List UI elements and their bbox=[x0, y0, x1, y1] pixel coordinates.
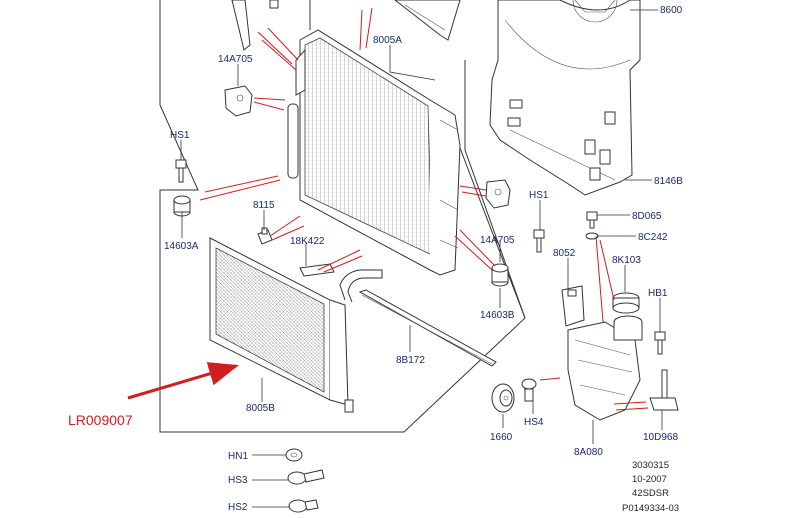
label-hb1: HB1 bbox=[648, 288, 668, 299]
callout-arrow bbox=[127, 362, 239, 400]
label-8c242: 8C242 bbox=[638, 232, 668, 243]
leader-lines bbox=[180, 9, 663, 508]
label-hs3: HS3 bbox=[228, 475, 248, 486]
label-14603a: 14603A bbox=[164, 241, 199, 252]
cooling-fan-8600 bbox=[559, 0, 631, 23]
label-hs1-mid: HS1 bbox=[529, 190, 549, 201]
radiator-8005a bbox=[287, 29, 461, 276]
info-line-1: 3030315 bbox=[632, 460, 669, 471]
label-hn1: HN1 bbox=[228, 451, 248, 462]
expansion-tank-8a080 bbox=[567, 315, 643, 421]
seal-strip-8b172 bbox=[358, 289, 497, 367]
label-14a705-top: 14A705 bbox=[218, 54, 253, 65]
bolt-hb1 bbox=[654, 331, 666, 355]
nut-hn1 bbox=[285, 448, 303, 462]
bushing-14603b bbox=[491, 263, 509, 287]
label-8b172: 8B172 bbox=[396, 355, 425, 366]
bolt-hs3 bbox=[287, 469, 325, 485]
label-14a705-mid: 14A705 bbox=[480, 235, 515, 246]
drawing-info: 3030315 10-2007 42SDSR P0149334-03 bbox=[622, 460, 679, 514]
label-hs4: HS4 bbox=[524, 417, 544, 428]
callout-part-number: LR009007 bbox=[68, 412, 133, 428]
label-14603b: 14603B bbox=[480, 310, 515, 321]
label-1660: 1660 bbox=[490, 432, 513, 443]
mount-bracket-14a705-top bbox=[224, 85, 253, 117]
bolt-hs2 bbox=[288, 499, 319, 513]
pulley-1660 bbox=[491, 383, 515, 413]
label-8k103: 8K103 bbox=[612, 255, 641, 266]
part-labels: 8600 8005A 14A705 8146B HS1 8115 18K422 … bbox=[164, 5, 683, 513]
mount-bracket-14a705-mid bbox=[485, 179, 511, 209]
fitting-8d065 bbox=[586, 211, 598, 229]
label-8005a: 8005A bbox=[373, 35, 402, 46]
label-8d065: 8D065 bbox=[632, 211, 662, 222]
info-line-4: P0149334-03 bbox=[622, 503, 679, 514]
label-8146b: 8146B bbox=[654, 176, 683, 187]
label-8005b: 8005B bbox=[246, 403, 275, 414]
red-pointer-lines bbox=[199, 7, 649, 411]
label-hs1-left: HS1 bbox=[170, 130, 190, 141]
info-line-2: 10-2007 bbox=[632, 474, 667, 485]
bracket-8052 bbox=[561, 285, 585, 327]
info-line-3: 42SDSR bbox=[632, 488, 669, 499]
cap-8k103 bbox=[612, 292, 640, 314]
label-8052: 8052 bbox=[553, 248, 576, 259]
top-seal-strip bbox=[231, 0, 461, 51]
label-8115: 8115 bbox=[253, 200, 275, 211]
bolt-hs1-mid bbox=[533, 229, 545, 253]
sensor-10d968 bbox=[649, 369, 679, 411]
sensor-8115 bbox=[257, 227, 273, 245]
assembly-boundary bbox=[159, 0, 526, 433]
bolt-hs4 bbox=[521, 378, 537, 402]
label-10d968: 10D968 bbox=[643, 432, 678, 443]
bolt-hs1-left bbox=[175, 159, 187, 183]
label-18k422: 18K422 bbox=[290, 236, 325, 247]
condenser-8005b bbox=[209, 237, 383, 413]
label-hs2: HS2 bbox=[228, 502, 248, 513]
label-8600: 8600 bbox=[660, 5, 683, 16]
label-8a080: 8A080 bbox=[574, 447, 603, 458]
fan-shroud-8146b bbox=[489, 0, 641, 196]
clip-18k422 bbox=[299, 263, 335, 277]
